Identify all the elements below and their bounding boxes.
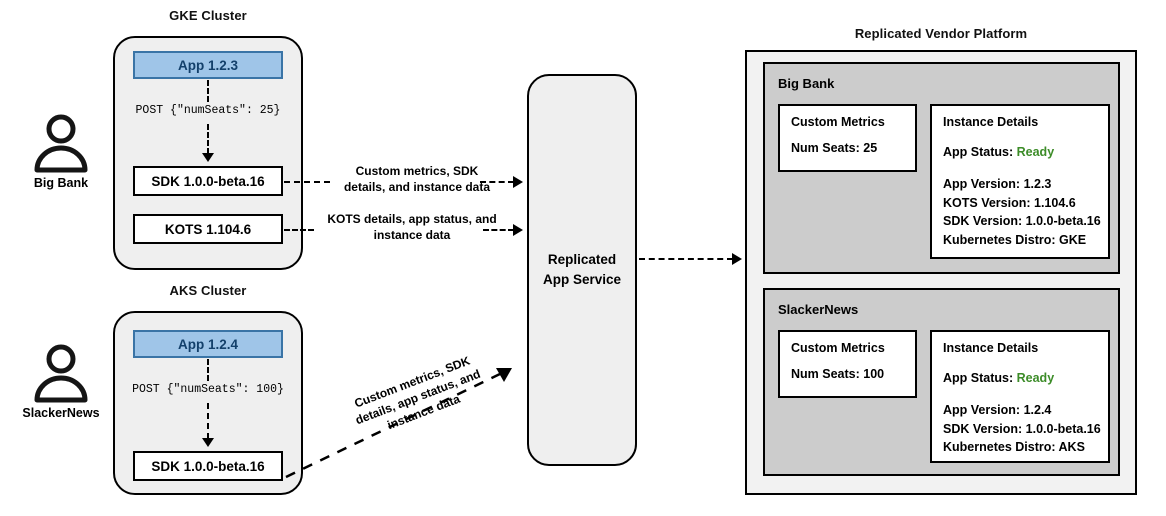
custom-metrics-line-big-bank: Num Seats: 25 [791, 141, 878, 155]
status-badge-big-bank: Ready [1016, 145, 1055, 159]
aks-app-to-post-connector [207, 359, 210, 381]
big-bank-actor-label: Big Bank [33, 176, 89, 190]
aks-app-box[interactable]: App 1.2.4 [133, 330, 283, 358]
instance-details-card-big-bank: Instance Details App Status: Ready App V… [930, 104, 1110, 259]
aks-post-to-sdk-arrowhead [202, 438, 214, 447]
gke-kots-edge-label: KOTS details, app status, and instance d… [314, 211, 510, 243]
gke-post-label: POST {"numSeats": 25} [135, 104, 281, 117]
customer-panel-title-slackernews: SlackerNews [778, 302, 859, 317]
gke-kots-edge-left [284, 229, 314, 231]
gke-cluster-title: GKE Cluster [169, 8, 247, 23]
gke-sdk-edge-arrowhead [513, 176, 523, 188]
gke-sdk-box[interactable]: SDK 1.0.0-beta.16 [133, 166, 283, 196]
gke-kots-edge-right [483, 229, 514, 231]
app-version-big-bank: App Version: 1.2.3 [943, 176, 1052, 191]
spacer [943, 388, 1097, 401]
instance-details-card-slackernews: Instance Details App Status: Ready App V… [930, 330, 1110, 463]
slackernews-actor-label: SlackerNews [22, 406, 100, 420]
aks-post-to-sdk-connector [207, 403, 210, 439]
gke-kots-edge-label-line1: KOTS details, app status, and [327, 212, 497, 226]
app-status-row-slackernews: App Status: Ready [943, 369, 1097, 388]
gke-post-to-sdk-arrowhead [202, 153, 214, 162]
service-label-line2: App Service [542, 272, 622, 287]
kubernetes-distro-big-bank: Kubernetes Distro: GKE [943, 233, 1087, 247]
customer-panel-big-bank: Big Bank Custom Metrics Num Seats: 25 In… [763, 62, 1120, 274]
gke-kots-edge-arrowhead [513, 224, 523, 236]
status-badge-slackernews: Ready [1016, 371, 1055, 385]
custom-metrics-title-big-bank: Custom Metrics [791, 115, 885, 129]
gke-sdk-edge-right [480, 181, 514, 183]
spacer [943, 162, 1097, 175]
aks-cluster-title: AKS Cluster [169, 283, 247, 298]
gke-kots-box[interactable]: KOTS 1.104.6 [133, 214, 283, 244]
aks-to-service-edge [285, 368, 512, 479]
app-status-row-big-bank: App Status: Ready [943, 143, 1097, 162]
service-label-line1: Replicated [547, 252, 617, 268]
person-icon [34, 114, 88, 173]
gke-app-box[interactable]: App 1.2.3 [133, 51, 283, 79]
app-version-slackernews: App Version: 1.2.4 [943, 402, 1052, 417]
gke-sdk-edge-label-line1: Custom metrics, SDK [355, 164, 479, 178]
big-bank-actor [30, 112, 92, 174]
kubernetes-distro-slackernews: Kubernetes Distro: AKS [943, 440, 1085, 455]
sdk-version-slackernews: SDK Version: 1.0.0-beta.16 [943, 421, 1101, 436]
custom-metrics-line-slackernews: Num Seats: 100 [791, 367, 885, 381]
sdk-version-big-bank: SDK Version: 1.0.0-beta.16 [943, 214, 1101, 229]
custom-metrics-card-big-bank: Custom Metrics Num Seats: 25 [778, 104, 917, 172]
custom-metrics-title-slackernews: Custom Metrics [791, 341, 885, 355]
gke-sdk-edge-label: Custom metrics, SDK details, and instanc… [330, 163, 504, 195]
custom-metrics-card-slackernews: Custom Metrics Num Seats: 100 [778, 330, 917, 398]
gke-app-to-post-connector [207, 80, 210, 102]
gke-post-to-sdk-connector [207, 124, 210, 154]
customer-panel-title-big-bank: Big Bank [778, 76, 835, 91]
platform-title: Replicated Vendor Platform [854, 26, 1028, 41]
gke-sdk-edge-label-line2: details, and instance data [343, 180, 491, 195]
gke-sdk-edge-left [284, 181, 330, 183]
aks-sdk-box[interactable]: SDK 1.0.0-beta.16 [133, 451, 283, 481]
customer-panel-slackernews: SlackerNews Custom Metrics Num Seats: 10… [763, 288, 1120, 476]
instance-details-title-slackernews: Instance Details [943, 341, 1039, 355]
instance-details-title-big-bank: Instance Details [943, 115, 1039, 129]
service-to-platform-edge [639, 258, 733, 260]
kots-version-big-bank: KOTS Version: 1.104.6 [943, 195, 1076, 210]
replicated-app-service-box[interactable]: Replicated App Service [527, 74, 637, 466]
app-status-label-big-bank: App Status: [943, 145, 1014, 159]
service-to-platform-arrowhead [732, 253, 742, 265]
gke-kots-edge-label-line2: instance data [373, 228, 451, 243]
aks-post-label: POST {"numSeats": 100} [132, 383, 284, 396]
app-status-label-slackernews: App Status: [943, 371, 1014, 385]
slackernews-actor [30, 342, 92, 404]
person-icon [34, 344, 88, 403]
